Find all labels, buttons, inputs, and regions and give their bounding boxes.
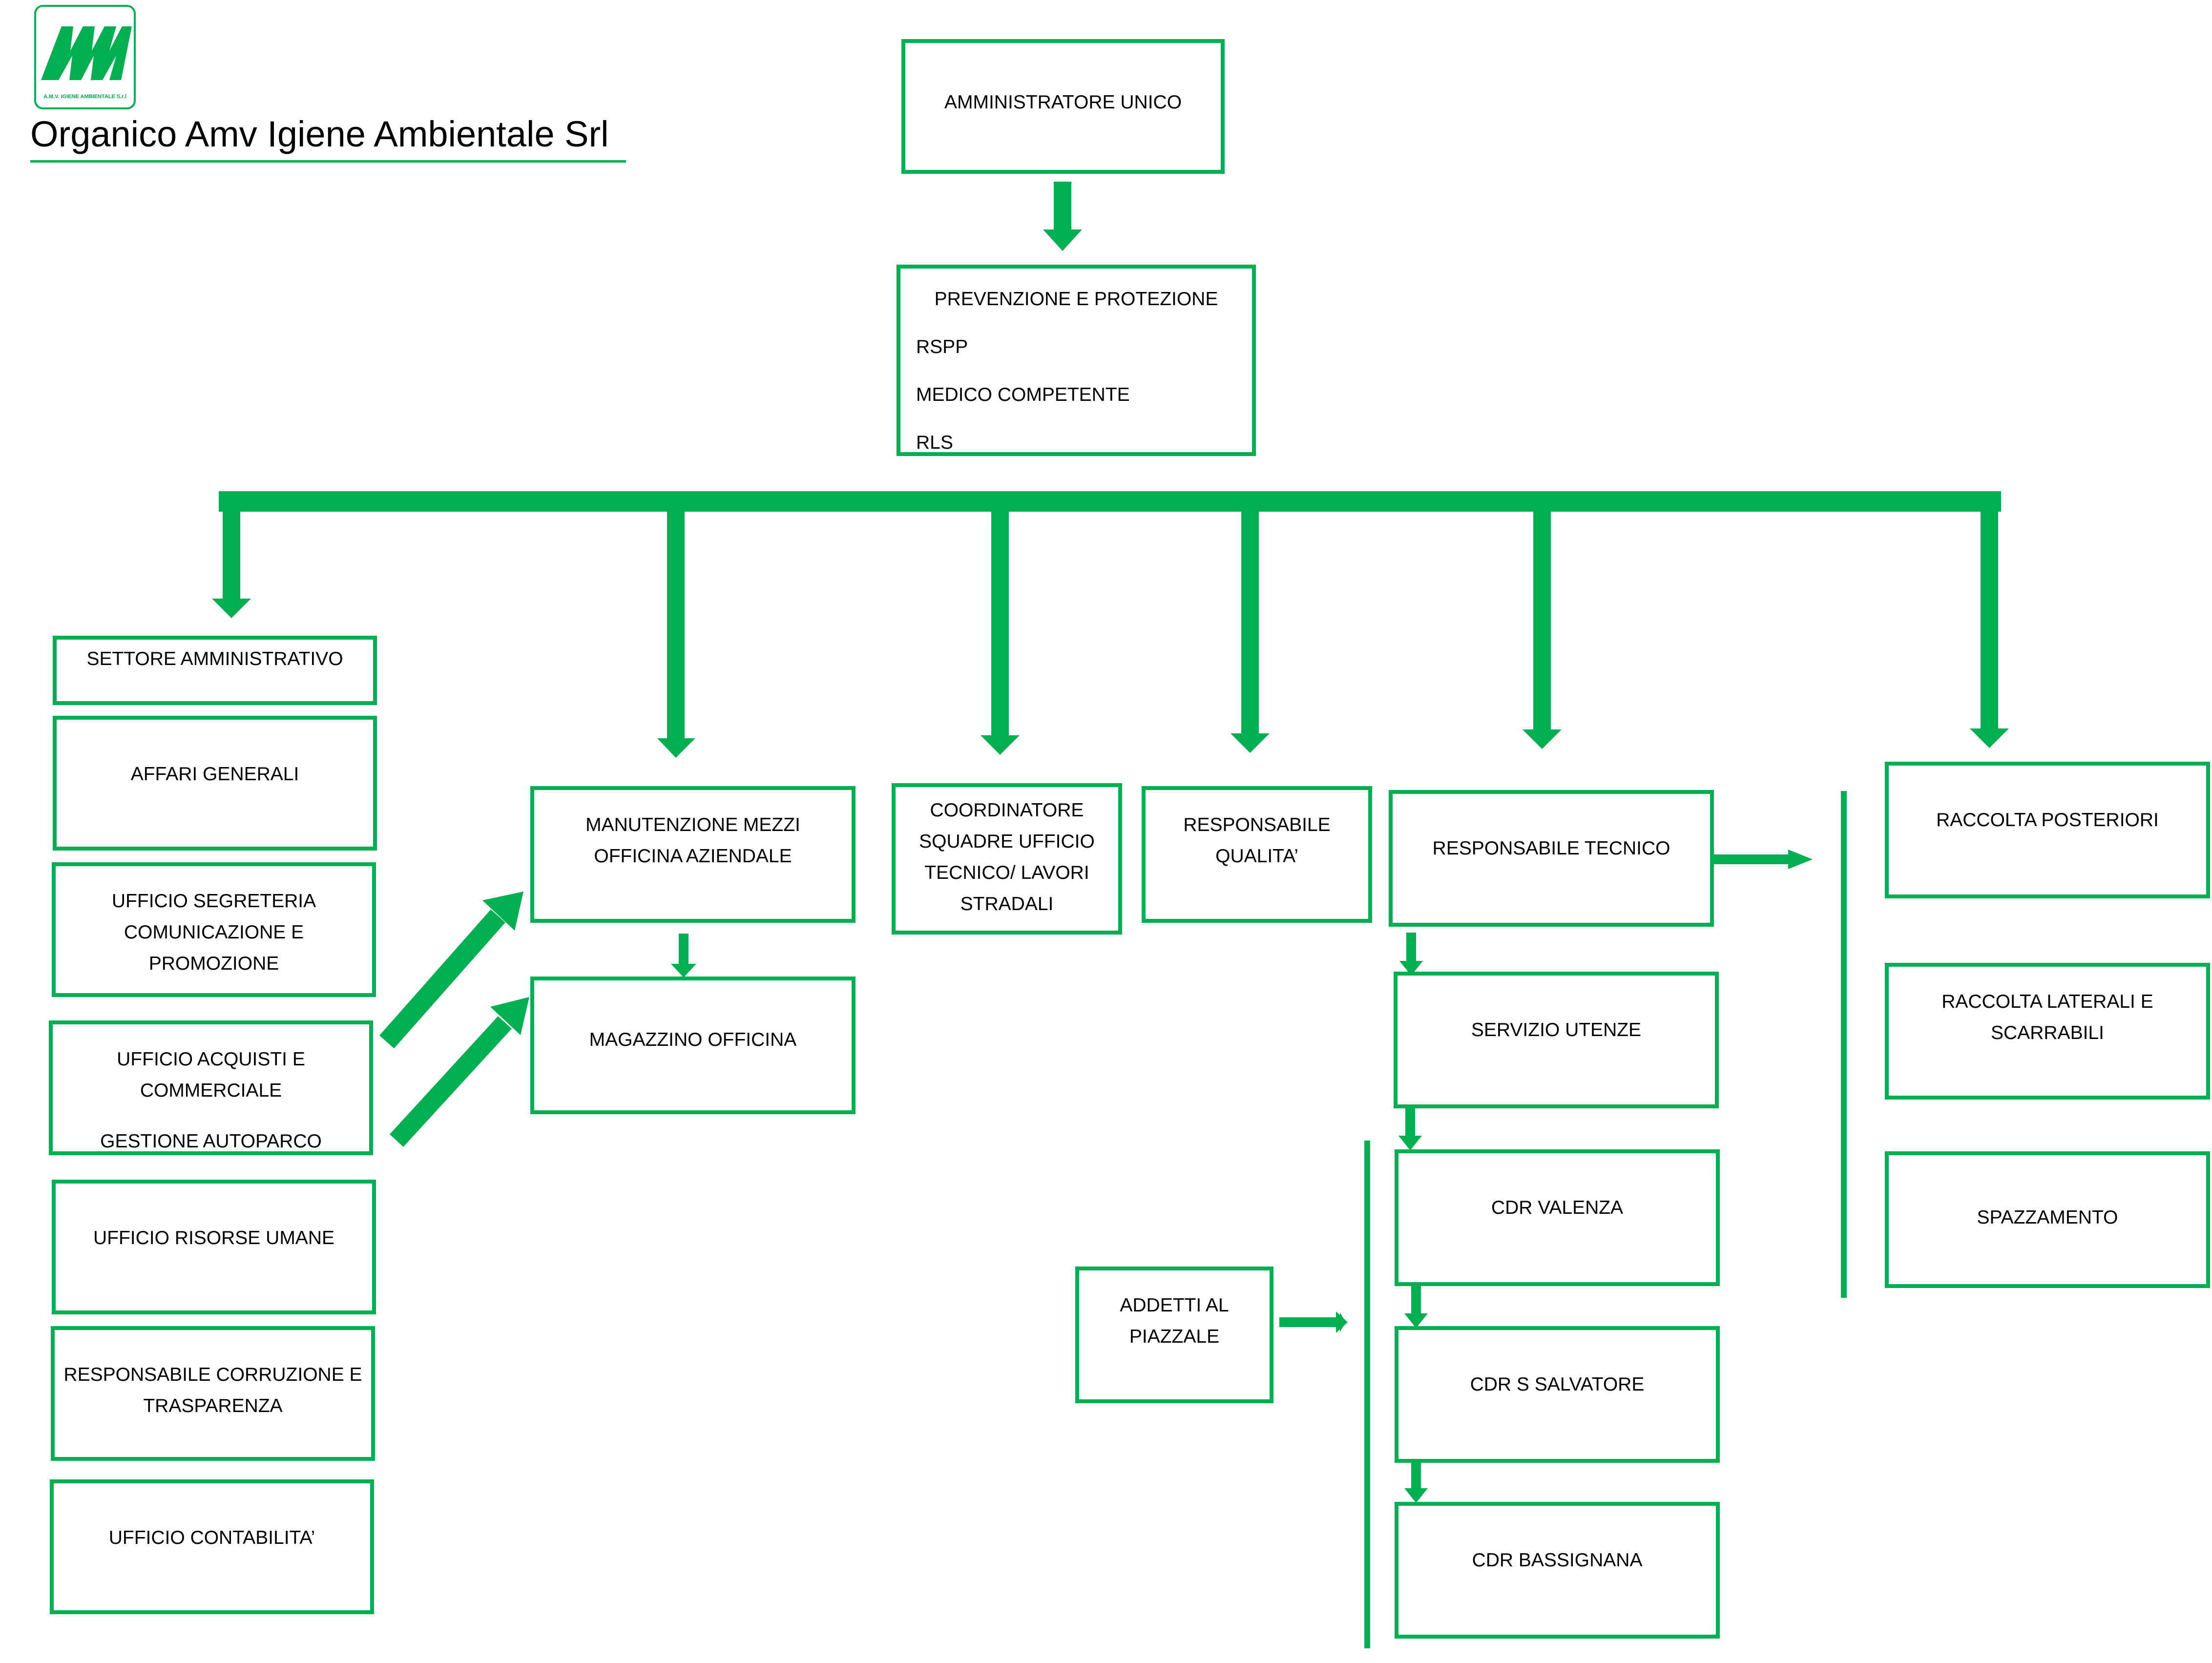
node-ufficio-risorse-umane: UFFICIO RISORSE UMANE [52,1180,376,1314]
prevenzione-item-rspp: RSPP [916,336,968,357]
node-amministratore-unico: AMMINISTRATORE UNICO [901,39,1225,174]
node-affari-generali: AFFARI GENERALI [53,716,377,851]
raccolta-group-bracket [1841,791,1847,1298]
arrow-acquisti-to-magazzino [389,997,529,1147]
node-cdr-bassignana: CDR BASSIGNANA [1395,1502,1720,1639]
node-cdr-s-salvatore: CDR S SALVATORE [1395,1326,1720,1463]
node-responsabile-corruzione: RESPONSABILE CORRUZIONE E TRASPARENZA [51,1326,375,1461]
node-settore-amministrativo: SETTORE AMMINISTRATIVO [53,636,377,705]
node-ufficio-contabilita: UFFICIO CONTABILITA’ [50,1479,374,1614]
title-underline [30,160,626,163]
arrow-bus-to-coordinatore [981,512,1020,755]
node-ufficio-acquisti: UFFICIO ACQUISTI E COMMERCIALE GESTIONE … [49,1020,373,1155]
main-bus-bar [219,491,2001,512]
arrow-bus-to-raccolta [1970,512,2009,748]
arrow-tecnico-to-servizio-utenze [1399,933,1423,976]
prevenzione-item-medico: MEDICO COMPETENTE [916,384,1130,405]
gestione-autoparco: GESTIONE AUTOPARCO [100,1131,322,1152]
logo-caption: A.M.V. IGIENE AMBIENTALE S.r.l [43,94,127,100]
node-raccolta-posteriori: RACCOLTA POSTERIORI [1885,762,2210,898]
node-cdr-valenza: CDR VALENZA [1395,1149,1720,1286]
prevenzione-item-rls: RLS [916,432,953,453]
arrow-admin-to-prevenzione [1043,182,1082,251]
arrow-salvatore-to-bassignana [1404,1460,1428,1503]
node-servizio-utenze: SERVIZIO UTENZE [1394,972,1719,1108]
arrow-bus-to-settore-amministrativo [212,512,251,618]
prevenzione-title: PREVENZIONE E PROTEZIONE [934,289,1218,310]
node-spazzamento: SPAZZAMENTO [1885,1151,2210,1288]
node-responsabile-qualita: RESPONSABILE QUALITA’ [1142,786,1372,923]
arrow-valenza-to-salvatore [1404,1285,1428,1328]
node-addetti-piazzale: ADDETTI AL PIAZZALE [1075,1267,1273,1403]
arrow-piazzale-to-cdr [1279,1311,1348,1333]
node-ufficio-segreteria: UFFICIO SEGRETERIA COMUNICAZIONE E PROMO… [52,862,376,997]
cdr-group-bracket [1364,1141,1370,1648]
node-responsabile-tecnico: RESPONSABILE TECNICO [1389,790,1714,927]
node-prevenzione-protezione: PREVENZIONE E PROTEZIONE RSPP MEDICO COM… [897,265,1256,456]
node-raccolta-laterali: RACCOLTA LATERALI E SCARRABILI [1885,963,2210,1100]
arrow-tecnico-to-raccolta [1713,850,1813,869]
page-title: Organico Amv Igiene Ambientale Srl [30,114,609,154]
arrow-bus-to-responsabile-tecnico [1523,512,1562,749]
arrow-bus-to-manutenzione [657,512,695,758]
company-logo: A.M.V. IGIENE AMBIENTALE S.r.l [34,5,136,109]
node-coordinatore-squadre: COORDINATORE SQUADRE UFFICIO TECNICO/ LA… [892,783,1122,935]
arrow-acquisti-to-manutenzione [379,892,523,1049]
arrow-manutenzione-to-magazzino [671,934,696,977]
node-manutenzione-mezzi: MANUTENZIONE MEZZI OFFICINA AZIENDALE [530,786,856,923]
logo-mark-icon [41,26,132,80]
node-magazzino-officina: MAGAZZINO OFFICINA [530,977,856,1114]
arrow-servizio-to-cdr-valenza [1398,1108,1422,1150]
arrow-bus-to-qualita [1231,512,1270,753]
